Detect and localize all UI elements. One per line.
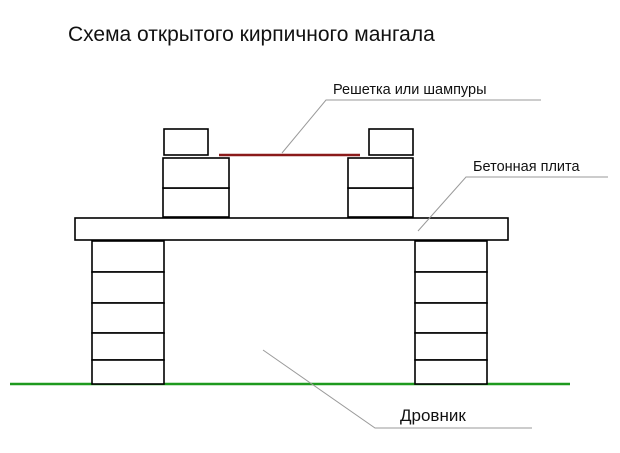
right-upper-brick <box>347 157 414 189</box>
left-leg-brick <box>91 240 165 273</box>
left-upper-brick <box>162 187 230 218</box>
right-brick-leg <box>414 240 488 385</box>
left-leg-brick <box>91 359 165 385</box>
slab-leader-line <box>417 176 608 232</box>
left-brick-leg <box>91 240 165 385</box>
left-leg-brick <box>91 271 165 304</box>
grill-leader-line <box>281 99 541 154</box>
right-leg-brick <box>414 359 488 385</box>
right-upper-brick <box>347 187 414 218</box>
right-leg-brick <box>414 240 488 273</box>
diagram-title: Схема открытого кирпичного мангала <box>68 23 435 46</box>
woodstore-label: Дровник <box>400 406 466 425</box>
slab-label: Бетонная плита <box>473 159 580 175</box>
concrete-slab <box>74 217 509 241</box>
left-leg-brick <box>91 332 165 361</box>
woodstore-leader-line <box>262 349 532 429</box>
right-leg-brick <box>414 302 488 334</box>
left-upper-brick-stack <box>162 128 230 218</box>
right-upper-brick-stack <box>347 128 414 218</box>
right-upper-brick-top <box>368 128 414 156</box>
left-upper-brick-top <box>163 128 209 156</box>
right-leg-brick <box>414 271 488 304</box>
left-upper-brick <box>162 157 230 189</box>
left-leg-brick <box>91 302 165 334</box>
right-leg-brick <box>414 332 488 361</box>
grill-label: Решетка или шампуры <box>333 82 487 98</box>
